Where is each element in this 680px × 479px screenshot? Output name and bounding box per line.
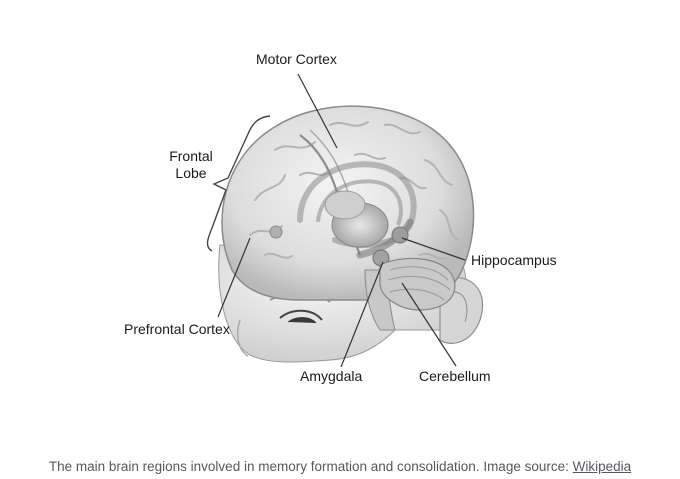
- frontal-lobe-label: Frontal Lobe: [163, 148, 219, 182]
- brain-illustration: [206, 73, 484, 368]
- frontal-lobe-bracket: [206, 115, 271, 252]
- frontal-lobe-label-line1: Frontal: [169, 148, 213, 164]
- figure-caption: The main brain regions involved in memor…: [0, 459, 680, 474]
- hippocampus-label: Hippocampus: [471, 252, 557, 268]
- prefrontal-cortex-label: Prefrontal Cortex: [124, 321, 230, 337]
- motor-cortex-leader: [297, 73, 338, 149]
- frontal-lobe-label-line2: Lobe: [175, 165, 207, 181]
- cerebellum-leader: [401, 282, 457, 367]
- amygdala-leader: [340, 261, 384, 368]
- hippocampus-leader: [401, 237, 466, 261]
- motor-cortex-label: Motor Cortex: [256, 51, 337, 67]
- amygdala-label: Amygdala: [300, 368, 363, 384]
- caption-text: The main brain regions involved in memor…: [48, 459, 573, 474]
- cerebellum-label: Cerebellum: [419, 368, 491, 384]
- leader-lines: [217, 73, 466, 368]
- wikipedia-link[interactable]: Wikipedia: [572, 459, 632, 474]
- cerebellum-structure: [379, 257, 456, 311]
- prefrontal-cortex-leader: [217, 237, 251, 318]
